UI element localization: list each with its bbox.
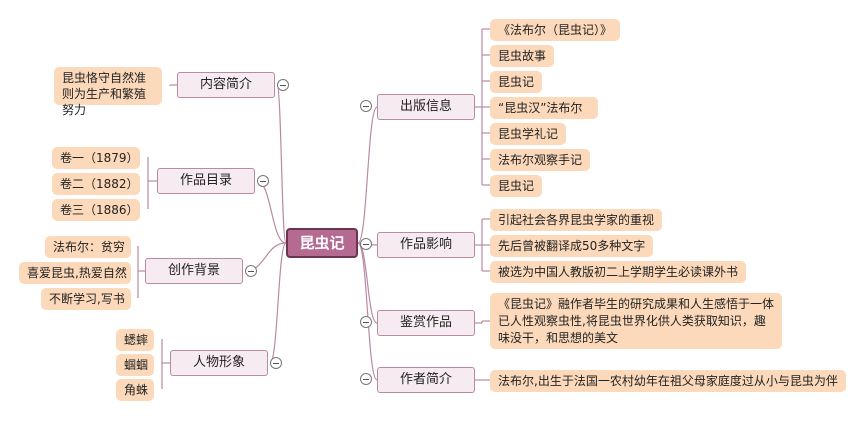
- leaf-publishing-6[interactable]: 法布尔观察手记: [490, 149, 591, 171]
- collapse-toggle-icon[interactable]: [245, 265, 257, 277]
- leaf-influence-3[interactable]: 被选为中国人教版初二上学期学生必读课外书: [490, 261, 747, 283]
- leaf-publishing-3[interactable]: 昆虫记: [490, 71, 543, 93]
- link-center-summary: [276, 84, 287, 244]
- link-center-characters: [269, 242, 287, 364]
- branch-publishing-info[interactable]: 出版信息: [377, 94, 475, 120]
- leaf-publishing-1[interactable]: 《法布尔（昆虫记）》: [490, 19, 621, 41]
- collapse-toggle-icon[interactable]: [360, 316, 372, 328]
- branch-background[interactable]: 创作背景: [145, 258, 243, 284]
- branch-content-summary[interactable]: 内容简介: [177, 72, 275, 98]
- collapse-toggle-icon[interactable]: [257, 175, 269, 187]
- leaf-author-1[interactable]: 法布尔,出生于法国一农村幼年在祖父母家庭度过从小与昆虫为伴: [490, 370, 846, 392]
- leaf-influence-1[interactable]: 引起社会各界昆虫学家的重视: [490, 209, 663, 231]
- leaf-background-3[interactable]: 不断学习,写书: [41, 288, 131, 310]
- leaf-catalog-1[interactable]: 卷一（1879）: [52, 147, 140, 169]
- branch-author-intro[interactable]: 作者简介: [377, 367, 475, 393]
- leaf-publishing-2[interactable]: 昆虫故事: [490, 45, 555, 67]
- link-center-catalog: [256, 180, 287, 244]
- collapse-toggle-icon[interactable]: [270, 357, 282, 369]
- collapse-toggle-icon[interactable]: [360, 238, 372, 250]
- leaf-background-1[interactable]: 法布尔：贫穷: [45, 236, 131, 258]
- link-center-publishing: [357, 106, 378, 244]
- leaf-appreciation-1[interactable]: 《昆虫记》融作者毕生的研究成果和人生感悟于一体已人性观察虫性,将昆虫世界化供人类…: [490, 293, 782, 349]
- leaf-catalog-3[interactable]: 卷三（1886）: [52, 199, 140, 221]
- branch-characters[interactable]: 人物形象: [170, 350, 268, 376]
- collapse-toggle-icon[interactable]: [360, 100, 372, 112]
- leaf-publishing-7[interactable]: 昆虫记: [490, 175, 543, 197]
- leaf-character-2[interactable]: 蝈蝈: [116, 354, 154, 376]
- collapse-toggle-icon[interactable]: [360, 373, 372, 385]
- leaf-character-1[interactable]: 蟋蟀: [116, 329, 154, 351]
- leaf-publishing-5[interactable]: 昆虫学礼记: [490, 123, 567, 145]
- leaf-influence-2[interactable]: 先后曾被翻译成50多种文字: [490, 235, 654, 257]
- leaf-character-3[interactable]: 角蛛: [116, 379, 154, 401]
- leaf-publishing-4[interactable]: “昆虫汉”法布尔: [490, 97, 598, 119]
- leaf-background-2[interactable]: 喜爱昆虫,热爱自然: [19, 262, 131, 284]
- branch-catalog[interactable]: 作品目录: [157, 168, 255, 194]
- leaf-catalog-2[interactable]: 卷二（1882）: [52, 173, 140, 195]
- branch-appreciation[interactable]: 鉴赏作品: [377, 310, 475, 336]
- leaf-summary-1[interactable]: 昆虫恪守自然准则为生产和繁殖努力: [54, 67, 162, 117]
- collapse-toggle-icon[interactable]: [277, 79, 289, 91]
- branch-influence[interactable]: 作品影响: [377, 232, 475, 258]
- link-center-author: [357, 242, 378, 381]
- central-topic[interactable]: 昆虫记: [286, 228, 358, 258]
